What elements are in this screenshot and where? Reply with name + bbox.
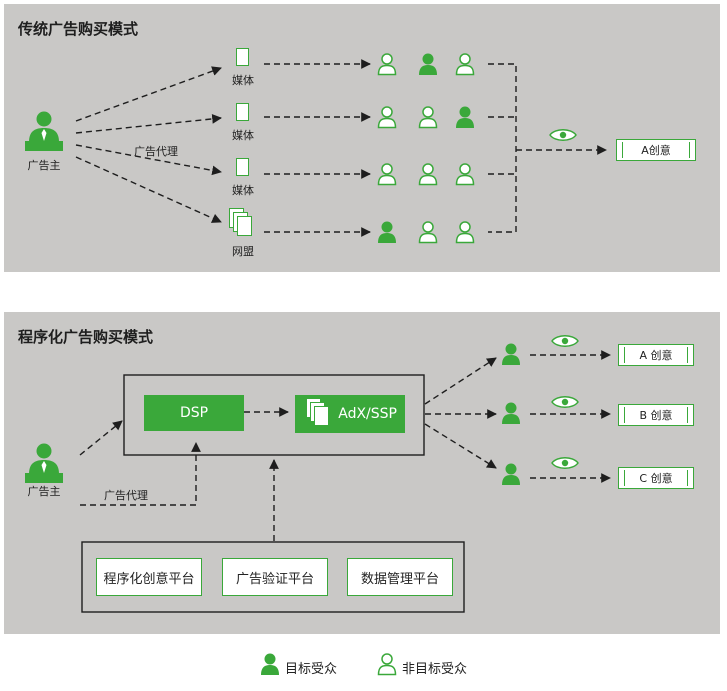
- non-target-audience-icon: [418, 221, 438, 244]
- ad-network-stack-icon: [229, 208, 253, 236]
- non-target-audience-icon: [455, 53, 475, 76]
- dsp-block: DSP: [144, 395, 244, 431]
- target-audience-icon: [419, 53, 437, 75]
- non-target-audience-icon: [377, 106, 397, 129]
- non-target-audience-icon: [377, 53, 397, 76]
- creative-box: A 创意: [618, 344, 694, 366]
- advertiser-label: 广告主: [27, 485, 61, 498]
- legend-target-label: 目标受众: [285, 662, 338, 677]
- non-target-audience-icon: [455, 163, 475, 186]
- eye-icon: [551, 457, 579, 469]
- channel-label: 媒体: [232, 129, 254, 142]
- advertiser-label: 广告主: [27, 159, 61, 172]
- target-audience-icon: [502, 343, 520, 365]
- eye-icon: [549, 129, 577, 141]
- target-audience-icon: [502, 402, 520, 424]
- media-doc-icon: [236, 103, 249, 121]
- advertiser-icon: [25, 111, 63, 151]
- agency-label: 广告代理: [104, 489, 148, 502]
- non-target-audience-icon: [377, 163, 397, 186]
- eye-icon: [551, 335, 579, 347]
- non-target-audience-icon: [418, 163, 438, 186]
- advertiser-icon: [25, 443, 63, 483]
- channel-label: 媒体: [232, 184, 254, 197]
- creative-box: C 创意: [618, 467, 694, 489]
- agency-label: 广告代理: [134, 145, 178, 158]
- channel-label: 媒体: [232, 74, 254, 87]
- data-management-platform: 数据管理平台: [347, 558, 453, 596]
- creative-box: A创意: [616, 139, 696, 161]
- creative-box: B 创意: [618, 404, 694, 426]
- media-doc-icon: [236, 158, 249, 176]
- target-audience-icon: [502, 463, 520, 485]
- channel-label: 网盟: [232, 245, 254, 258]
- ad-verification-platform: 广告验证平台: [222, 558, 328, 596]
- target-audience-icon: [378, 221, 396, 243]
- adx-ssp-label: AdX/SSP: [338, 406, 397, 422]
- eye-icon: [551, 396, 579, 408]
- platform-frame: [81, 541, 465, 613]
- legend-non-target-icon: [377, 653, 397, 676]
- adx-stack-icon: [306, 398, 330, 426]
- traditional-title: 传统广告购买模式: [18, 20, 139, 38]
- media-doc-icon: [236, 48, 249, 66]
- target-audience-icon: [456, 106, 474, 128]
- non-target-audience-icon: [418, 106, 438, 129]
- non-target-audience-icon: [455, 221, 475, 244]
- programmatic-creative-platform: 程序化创意平台: [96, 558, 202, 596]
- legend-target-icon: [261, 653, 279, 675]
- legend-non-target-label: 非目标受众: [402, 662, 468, 677]
- programmatic-title: 程序化广告购买模式: [18, 328, 154, 346]
- exchange-frame: [123, 374, 425, 456]
